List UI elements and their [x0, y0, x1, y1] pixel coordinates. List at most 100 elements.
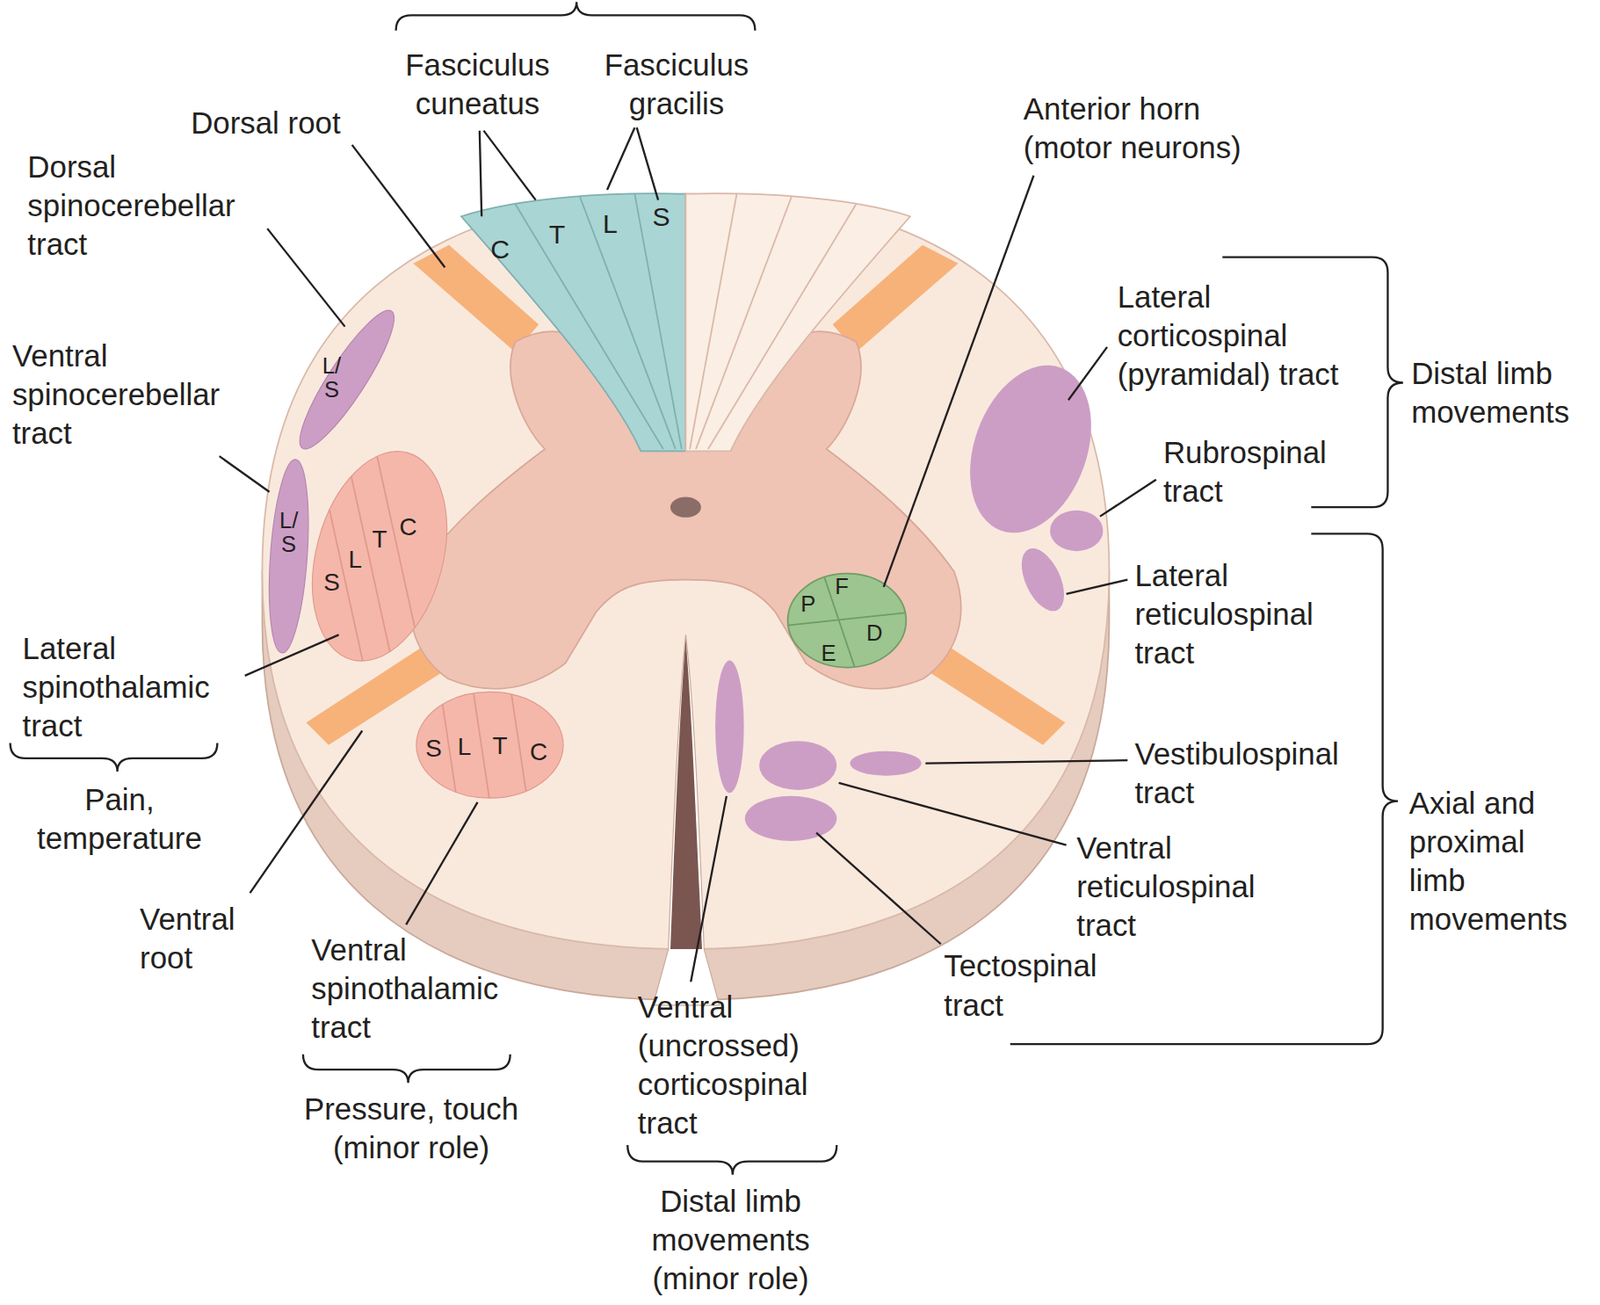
vestibulospinal-tract [849, 751, 921, 776]
lamination-line [439, 683, 458, 806]
tract-label: Ventral root [139, 899, 235, 978]
tract-label: Pain, temperature [36, 780, 203, 858]
tract-label: Fasciculus cuneatus [405, 45, 551, 124]
tract-label: Distal limb movements (minor role) [643, 1181, 819, 1298]
segment-letter: T [492, 731, 508, 758]
tract-label: Lateral corticospinal (pyramidal) tract [1117, 277, 1351, 394]
leader-line [267, 228, 345, 326]
leader-line [352, 144, 446, 268]
dorsal-column [461, 193, 686, 451]
reticulospinal-tract [759, 740, 837, 790]
tract-label: Ventral spinocerebellar tract [12, 336, 220, 453]
segment-letter: P [800, 592, 816, 616]
fasciculus-region: LS [592, 198, 680, 245]
dorsal-column [685, 193, 910, 451]
lamination-line [342, 438, 397, 684]
leader-line [483, 130, 536, 201]
leader-line [883, 175, 1035, 587]
fissure-cut [652, 634, 719, 1006]
fasciculus-region: CT [479, 214, 577, 271]
segment-letter: L [602, 210, 618, 239]
segment-letter: L/ S [279, 508, 298, 557]
spinocerebellar-tract [263, 457, 314, 654]
lamination-line [509, 683, 529, 806]
tract-label: Dorsal root [190, 103, 341, 143]
motor-neuron-pool [788, 573, 907, 668]
tract-label: Dorsal spinocerebellar tract [27, 147, 235, 264]
reticulospinal-tract [1013, 542, 1073, 618]
bracket [10, 742, 218, 772]
leader-line [245, 634, 340, 675]
brackets [10, 1, 1404, 1174]
tract-region: SLTC [316, 510, 424, 598]
segment-letter: C [490, 236, 510, 265]
tract-label: Axial and proximal limb movements [1409, 783, 1575, 940]
leader-line [925, 760, 1128, 763]
leader-line [607, 127, 635, 190]
rubrospinal-tract [1049, 510, 1103, 551]
tract-label: Lateral reticulospinal tract [1134, 556, 1313, 673]
leader-line [816, 832, 942, 945]
leader-line [479, 130, 482, 218]
tract-label: Rubrospinal tract [1163, 434, 1327, 512]
segment-letter: D [866, 621, 883, 645]
segment-letter: S [323, 568, 341, 594]
tract-label: Vestibulospinal tract [1134, 734, 1339, 812]
tract-lamination [313, 438, 428, 684]
column-division [579, 195, 676, 449]
tract-region: L/ S [270, 499, 312, 568]
spinothalamic-tract [290, 436, 469, 677]
tract-label: Lateral spinothalamic tract [22, 629, 210, 746]
spinocerebellar-tract [287, 301, 407, 459]
white-matter [261, 194, 1109, 949]
leader-line [250, 731, 363, 894]
segment-letter: F [834, 574, 849, 599]
tract-label: Ventral (uncrossed) corticospinal tract [637, 987, 809, 1144]
tract-region: SLTC [418, 724, 557, 771]
leader-line [1068, 347, 1108, 400]
tract-label: Ventral spinothalamic tract [311, 930, 499, 1047]
leader-line [1066, 579, 1129, 594]
column-division [708, 203, 856, 449]
segment-letter: S [425, 735, 442, 761]
tract-label: Fasciculus gracilis [604, 45, 750, 124]
column-division [514, 203, 663, 449]
column-division [634, 194, 681, 449]
segment-letter: S [651, 203, 670, 232]
leader-line [839, 782, 1067, 846]
bracket [627, 1144, 837, 1175]
leader-line [219, 456, 270, 493]
central-canal [670, 497, 702, 518]
leader-line [405, 802, 478, 925]
tract-label: Pressure, touch (minor role) [296, 1089, 526, 1167]
tract-label: Anterior horn (motor neurons) [1023, 89, 1257, 167]
segment-letter: T [549, 220, 565, 249]
corticospinal-tract [715, 659, 745, 793]
segment-letter: T [372, 526, 388, 552]
lamination-line [373, 438, 428, 684]
segment-letter: C [398, 514, 417, 540]
segment-letter: E [820, 641, 836, 666]
tract-region: L/ S [305, 347, 357, 411]
segment-letter: C [529, 738, 548, 764]
segment-letter: L [347, 546, 362, 572]
column-division [695, 195, 792, 449]
leader-lines [219, 127, 1157, 982]
tract-label: Distal limb movements [1411, 354, 1583, 432]
leader-line [637, 127, 659, 200]
ventral-fissure [670, 638, 703, 949]
tectospinal-tract [745, 796, 838, 841]
column-division [689, 194, 737, 449]
tract-label: Ventral reticulospinal tract [1076, 828, 1255, 945]
tract-lamination [439, 683, 529, 806]
bracket [396, 1, 756, 31]
spinothalamic-tract [416, 691, 564, 798]
lamination-line [471, 683, 491, 806]
segment-letter: L/ S [322, 354, 341, 402]
leader-line [690, 796, 727, 982]
lamination-line [313, 438, 368, 684]
tract-label: Tectospinal tract [943, 947, 1097, 1025]
